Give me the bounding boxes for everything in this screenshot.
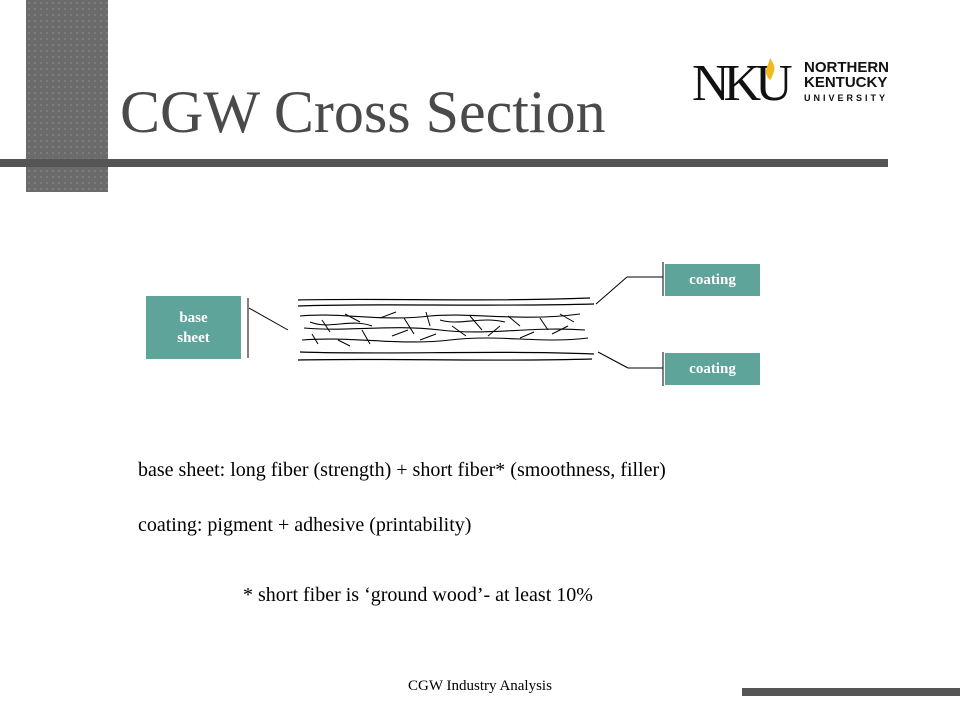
- short-fiber: [391, 329, 409, 337]
- short-fiber: [451, 325, 467, 337]
- coating-top-label-text: coating: [689, 272, 736, 288]
- sheet-bottom-line: [299, 351, 595, 355]
- logo-line-northern: NORTHERN: [804, 59, 889, 76]
- long-fibers: [299, 313, 589, 343]
- short-fiber: [559, 313, 575, 323]
- base-sheet-label: base sheet: [146, 296, 241, 359]
- short-fiber: [321, 319, 331, 333]
- coating-bottom-label-text: coating: [689, 361, 736, 377]
- short-fiber: [337, 339, 351, 347]
- footer-rule: [742, 688, 960, 696]
- long-fiber: [299, 313, 581, 319]
- nku-logo: NKU NORTHERN KENTUCKY UNIVERSITY: [692, 56, 912, 112]
- short-fiber: [379, 311, 397, 319]
- logo-line-university: UNIVERSITY: [804, 93, 889, 103]
- logo-line-kentucky: KENTUCKY: [804, 74, 888, 91]
- short-fiber: [425, 311, 431, 327]
- logo-wordmark: NORTHERN KENTUCKY UNIVERSITY: [804, 60, 889, 106]
- footnote: * short fiber is ‘ground wood’- at least…: [243, 584, 593, 606]
- coating-top-label: coating: [665, 264, 760, 296]
- long-fiber: [303, 327, 586, 333]
- long-fiber: [309, 321, 373, 327]
- long-fiber: [439, 319, 506, 323]
- title-rule: [0, 159, 888, 167]
- slide-footer: CGW Industry Analysis: [408, 678, 552, 694]
- base-sheet-description: base sheet: long fiber (strength) + shor…: [138, 459, 666, 481]
- base-sheet-label-text: base sheet: [177, 309, 210, 346]
- coating-bottom-label: coating: [665, 353, 760, 385]
- sheet-bottom-line-2: [297, 358, 593, 361]
- short-fiber: [344, 313, 361, 323]
- short-fiber: [507, 315, 521, 327]
- long-fiber: [301, 337, 589, 343]
- flame-icon: [766, 58, 775, 80]
- short-fiber: [311, 333, 319, 345]
- coating-top-connector-diagonal: [595, 276, 628, 305]
- base-bracket-diagonal: [248, 307, 289, 331]
- short-fiber: [519, 331, 535, 339]
- short-fiber: [551, 325, 569, 335]
- slide-title: CGW Cross Section: [120, 79, 606, 145]
- coating-bottom-connector-diagonal: [597, 351, 629, 369]
- short-fiber: [403, 317, 415, 335]
- short-fiber: [469, 315, 483, 331]
- sheet-top-line: [297, 297, 591, 301]
- sheet-top-line-2: [297, 303, 595, 307]
- coating-description: coating: pigment + adhesive (printabilit…: [138, 514, 472, 536]
- short-fiber: [361, 329, 371, 345]
- short-fiber: [419, 333, 437, 341]
- short-fibers: [311, 311, 575, 347]
- short-fiber: [487, 325, 501, 337]
- short-fiber: [539, 317, 549, 331]
- logo-mark: NKU: [692, 55, 793, 112]
